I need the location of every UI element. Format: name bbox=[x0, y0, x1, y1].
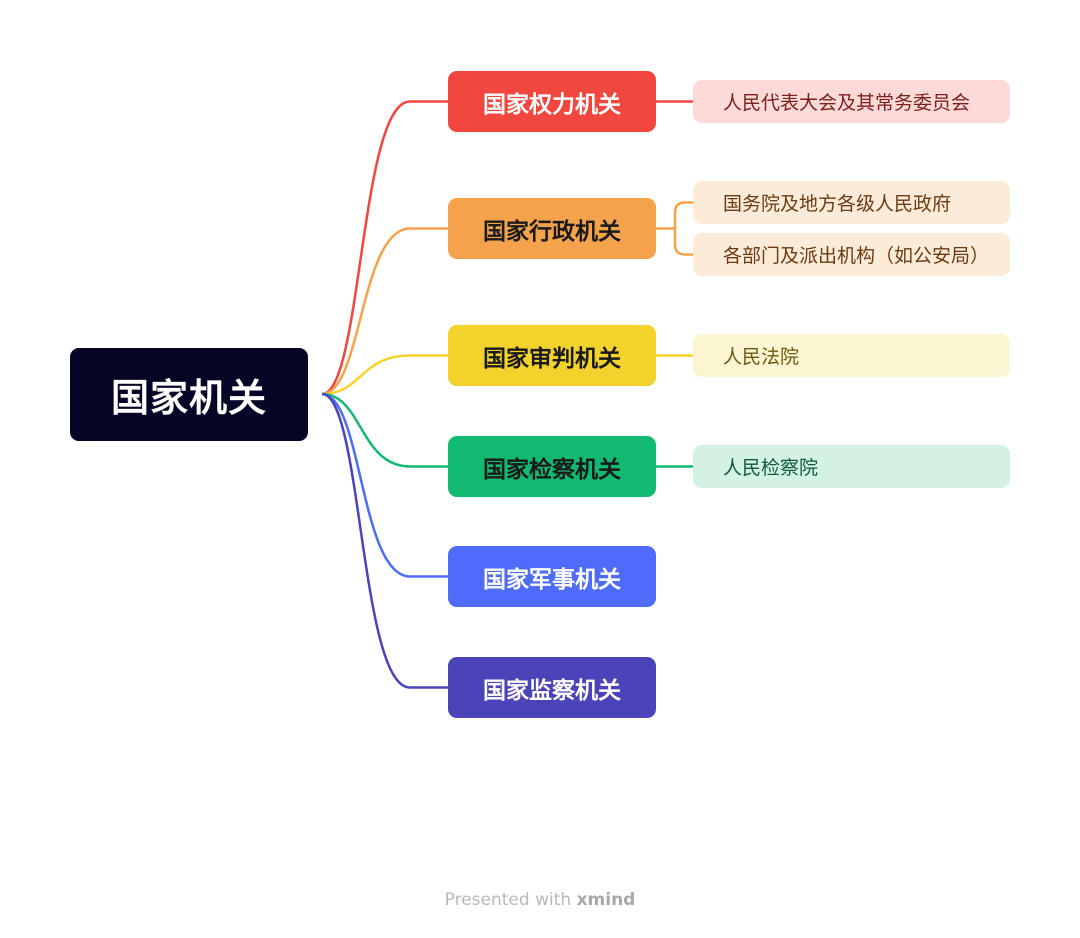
connector-supervisory bbox=[321, 392, 448, 689]
connector-judicial bbox=[321, 354, 448, 396]
leaf-topic-procuratorate[interactable]: 人民检察院 bbox=[693, 445, 1010, 488]
footer-prefix: Presented with bbox=[444, 890, 577, 910]
branch-topic-power[interactable]: 国家权力机关 bbox=[448, 71, 656, 132]
branch-topic-supervisory[interactable]: 国家监察机关 bbox=[448, 657, 656, 718]
footer-brand-logo: xmind bbox=[576, 890, 636, 910]
leaf-connector-bracket-administrative bbox=[673, 201, 693, 256]
connector-power bbox=[321, 100, 448, 396]
connector-administrative bbox=[321, 227, 448, 396]
branch-topic-administrative[interactable]: 国家行政机关 bbox=[448, 198, 656, 259]
leaf-topic-npc[interactable]: 人民代表大会及其常务委员会 bbox=[693, 80, 1010, 123]
branch-topic-military[interactable]: 国家军事机关 bbox=[448, 546, 656, 607]
leaf-topic-departments[interactable]: 各部门及派出机构（如公安局） bbox=[693, 233, 1010, 276]
root-topic[interactable]: 国家机关 bbox=[70, 348, 308, 441]
branch-topic-procuratorial[interactable]: 国家检察机关 bbox=[448, 436, 656, 497]
leaf-topic-court[interactable]: 人民法院 bbox=[693, 334, 1010, 377]
leaf-topic-state-council[interactable]: 国务院及地方各级人民政府 bbox=[693, 181, 1010, 224]
branch-topic-judicial[interactable]: 国家审判机关 bbox=[448, 325, 656, 386]
connector-military bbox=[321, 392, 448, 578]
footer-credit: Presented with xmind bbox=[0, 890, 1080, 910]
connector-procuratorial bbox=[321, 392, 448, 468]
